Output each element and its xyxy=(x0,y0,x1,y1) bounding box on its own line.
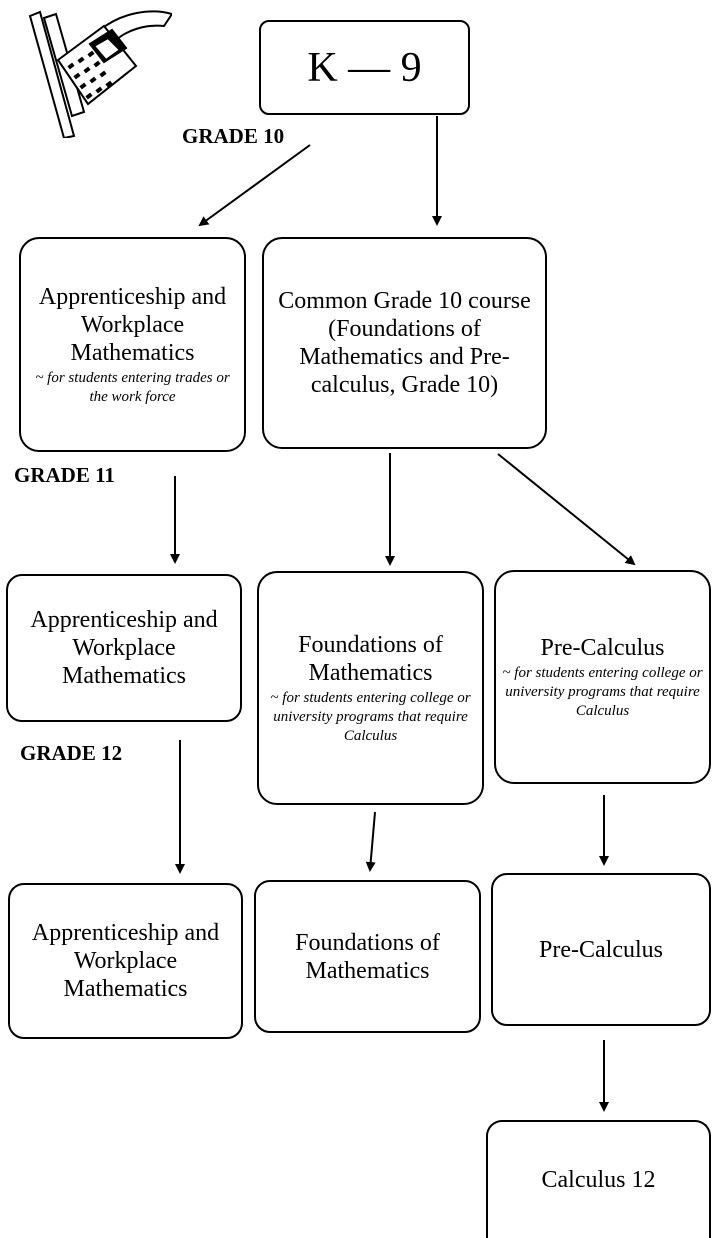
awm12-box: Apprenticeship and Workplace Mathematics xyxy=(8,883,243,1039)
grade-12-label: GRADE 12 xyxy=(20,741,123,765)
pc12-title: Pre-Calculus xyxy=(539,936,663,963)
grade-11-label: GRADE 11 xyxy=(14,463,115,487)
awm10-note: ~ for students entering trades or the wo… xyxy=(35,369,230,405)
awm10-box: Apprenticeship and Workplace Mathematics… xyxy=(19,237,246,452)
awm12-title: Apprenticeship and Workplace Mathematics xyxy=(31,920,220,1002)
fom11-note: ~ for students entering college or unive… xyxy=(270,689,471,744)
awm11-box: Apprenticeship and Workplace Mathematics xyxy=(6,574,242,722)
arrow-k9-to-awm10 xyxy=(198,144,311,227)
k9-label: K — 9 xyxy=(307,44,422,91)
common10-box: Common Grade 10 course (Foundations of M… xyxy=(262,237,547,449)
fom12-title: Foundations of Mathematics xyxy=(295,929,440,984)
fom12-box: Foundations of Mathematics xyxy=(254,880,481,1033)
arrow-fom11-to-fom12 xyxy=(365,811,376,872)
pc11-note: ~ for students entering college or unive… xyxy=(502,664,703,719)
fom11-box: Foundations of Mathematics ~ for student… xyxy=(257,571,484,805)
calc12-box: Calculus 12 xyxy=(486,1120,711,1238)
fom11-title: Foundations of Mathematics xyxy=(298,631,443,686)
calculator-icon xyxy=(28,10,172,138)
k9-box: K — 9 xyxy=(259,20,470,115)
calc12-title: Calculus 12 xyxy=(541,1167,656,1193)
pc12-box: Pre-Calculus xyxy=(491,873,711,1026)
pc11-box: Pre-Calculus ~ for students entering col… xyxy=(494,570,711,784)
pc11-title: Pre-Calculus xyxy=(540,634,665,661)
common10-title: Common Grade 10 course (Foundations of M… xyxy=(278,288,531,398)
arrow-common10-to-pc11 xyxy=(497,453,636,566)
awm11-title: Apprenticeship and Workplace Mathematics xyxy=(30,607,218,689)
grade-10-label: GRADE 10 xyxy=(182,124,285,148)
awm10-title: Apprenticeship and Workplace Mathematics xyxy=(38,283,227,366)
